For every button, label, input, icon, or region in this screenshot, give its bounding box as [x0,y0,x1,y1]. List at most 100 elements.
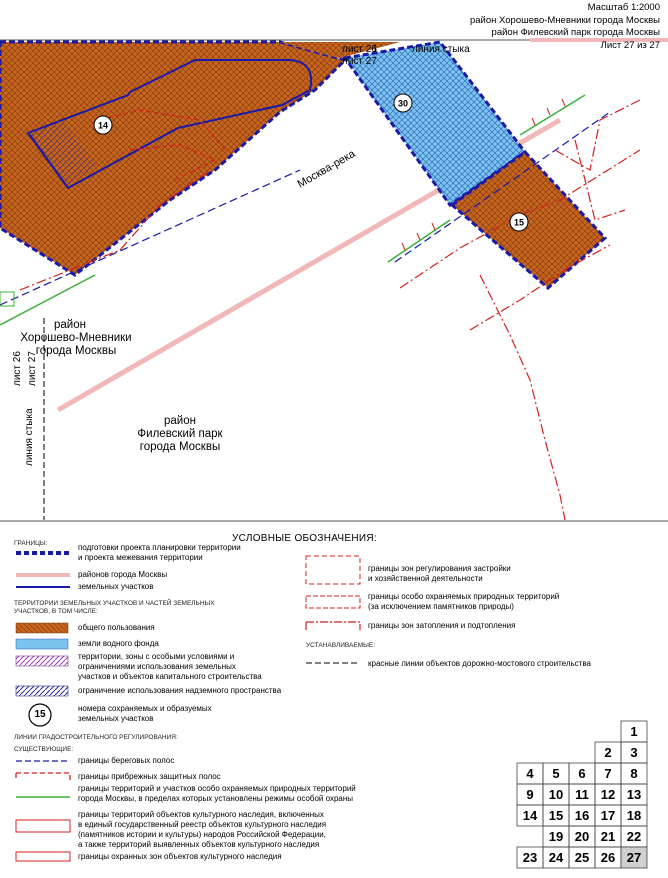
legend-b1b: и проекта межевания территории [78,553,203,562]
sheet-index-1[interactable]: 1 [630,724,638,739]
plot-15-marker [509,212,529,232]
legend-regulation-box [305,555,361,585]
public-use-zone [0,40,348,277]
legend-heritage-guard-box [15,851,71,862]
sheet-index-8[interactable]: 8 [630,766,638,781]
sheet-index-20[interactable]: 20 [574,829,590,844]
sheet-index-18[interactable]: 18 [626,808,642,823]
sheet-left-b: лист 27 [27,351,38,386]
legend-special-conditions-swatch [15,655,69,667]
flood-zone-line-5 [574,139,626,221]
sheet-index-12[interactable]: 12 [600,787,616,802]
legend-e3: границы территорий и участков особо охра… [78,784,356,793]
sheet-index-22[interactable]: 22 [626,829,642,844]
legend-heritage-box [15,819,71,833]
district-1-label: район Хорошево-Мневники города Москвы [469,14,660,26]
legend-boundaries-header: ГРАНИЦЫ: [14,540,48,547]
legend-water-fund-swatch [15,638,69,650]
sheet-label: Лист 27 из 27 [600,39,660,51]
legend-b2: районов города Москвы [78,570,168,579]
sheet-index-15[interactable]: 15 [548,808,564,823]
legend-e4: границы территорий объектов культурного … [78,810,324,819]
sheet-index-7[interactable]: 7 [604,766,612,781]
district-2-label: район Филевский парк города Москвы [491,27,660,38]
legend-t3c: участков и объектов капитального строите… [78,672,262,681]
heritage-boundary-2 [129,144,217,181]
sheet-index-10[interactable]: 10 [548,787,564,802]
sheet-index-21[interactable]: 21 [600,829,616,844]
sheet-index-9[interactable]: 9 [526,787,534,802]
district-a-line3: города Москвы [36,345,116,357]
legend-b3: земельных участков [78,582,154,591]
legend-t5b: земельных участков [78,714,154,723]
green-line-3 [519,94,586,136]
legend-e5: границы охранных зон объектов культурног… [78,852,282,861]
legend-e4d: а также территорий выявленных объектов к… [78,840,320,849]
legend-existing-header: СУЩЕСТВУЮЩИЕ: [14,746,74,753]
legend-t3b: ограничениями использования земельных [78,662,236,671]
district-b-line3: города Москвы [140,441,220,453]
sheet-index-25[interactable]: 25 [574,850,590,865]
sheet-index-11[interactable]: 11 [575,787,589,802]
shore-ticks [401,98,566,251]
legend-e1: границы береговых полос [78,756,175,765]
flood-zone-line-2 [469,244,611,331]
heritage-boundary-1 [99,109,226,151]
sheet-index-24[interactable]: 24 [548,850,564,865]
sheet-index-6[interactable]: 6 [578,766,586,781]
legend-t3: территории, зоны с особыми условиями и [78,652,235,661]
legend-t1: общего пользования [78,623,155,632]
legend-b1: подготовки проекта планировки территории [78,543,241,552]
sheet-index-17[interactable]: 17 [600,808,616,823]
plot-30-label: 30 [398,99,408,109]
map-canvas: 14 30 15 лист 26 лист 27 линия стыка Мос… [0,38,668,520]
legend-r3: границы зон затопления и подтопления [368,621,516,630]
legend-plot-number-circle [28,703,52,727]
sheet-index-grid [516,720,648,869]
district-b-line2: Филевский парк [137,428,223,440]
legend-coastal-strip [15,772,71,781]
legend-territories-header-2: УЧАСТКОВ, В ТОМ ЧИСЛЕ: [14,608,98,615]
sheet-index-23[interactable]: 23 [522,850,538,865]
district-b-line1: район [164,415,196,427]
district-a-line2: Хорошево-Мневники [20,332,131,344]
flood-zone-line-4 [554,99,641,171]
plot-15-label: 15 [514,218,524,228]
legend-territories-header: ТЕРРИТОРИИ ЗЕМЕЛЬНЫХ УЧАСТКОВ И ЧАСТЕЙ З… [14,600,215,607]
legend-s1: красные линии объектов дорожно-мостового… [368,659,591,668]
sheet-index-27-current[interactable]: 27 [626,850,642,865]
shore-line-2 [394,111,611,263]
legend-e4b: в единый государственный реестр объектов… [78,820,327,829]
sheet-index-3[interactable]: 3 [630,745,638,760]
sheet-index-14[interactable]: 14 [522,808,538,823]
legend-t2: земли водного фонда [78,639,159,648]
legend-lines-header: ЛИНИИ ГРАДОСТРОИТЕЛЬНОГО РЕГУЛИРОВАНИЯ: [14,734,178,741]
shore-line-1 [0,169,301,306]
legend-r2: границы особо охраняемых природных терри… [368,592,560,601]
legend-number-sample: 15 [34,709,46,720]
plot-15-zone [449,150,608,290]
sheet-index-2[interactable]: 2 [604,745,612,760]
plot-14-label: 14 [98,121,108,131]
sheet-index-26[interactable]: 26 [600,850,616,865]
sheet-left-a: лист 26 [12,351,23,386]
legend-e3b: города Москвы, в пределах которых устано… [78,794,354,803]
sheet-top-a: лист 26 [342,44,377,55]
river-label: Москва-река [296,147,359,190]
sheet-index-5[interactable]: 5 [552,766,560,781]
green-line-2 [387,219,451,263]
legend-r1b: и хозяйственной деятельности [368,574,483,583]
legend-e4c: (памятников истории и культуры) народов … [78,830,326,839]
public-use-zone-top [280,42,400,58]
sheet-index-13[interactable]: 13 [626,787,642,802]
scale-label: Масштаб 1:2000 [587,2,660,13]
sheet-index-16[interactable]: 16 [574,808,590,823]
legend-public-use-swatch [15,622,69,634]
legend-e2: границы прибрежных защитных полос [78,772,221,781]
sheet-index-19[interactable]: 19 [548,829,564,844]
sheet-index-4[interactable]: 4 [526,766,534,781]
legend-t5: номера сохраняемых и образуемых [78,704,212,713]
plot-14-marker [93,115,113,135]
legend-established-header: УСТАНАВЛИВАЕМЫЕ: [306,642,376,649]
district-a-line1: район [54,319,86,331]
